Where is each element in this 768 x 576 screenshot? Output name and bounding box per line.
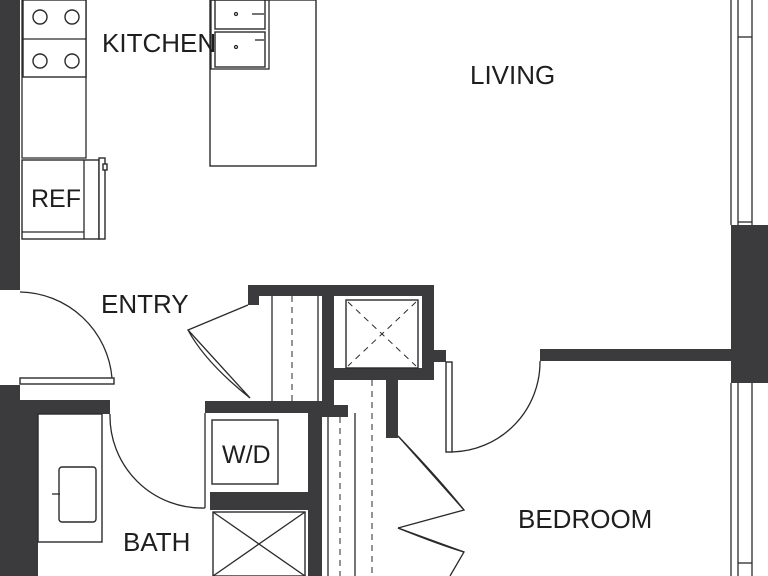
entry-door [19,291,115,385]
bedroom-door [445,360,541,453]
wall-laundry-right [308,401,322,576]
burner [32,9,48,25]
laundry [211,419,279,485]
wall-closet-left-tab [248,285,259,305]
room-label-entry: ENTRY [101,289,189,319]
refrigerator-door [98,157,106,240]
wall-closet-right [422,285,434,380]
wall-bath-top [20,400,110,414]
closet [186,296,419,401]
burner [64,53,80,69]
wall-bedroom-top [540,349,731,361]
wall-mech-stub [386,380,398,438]
wall-closet-mid [322,285,334,415]
kitchen-area [21,0,317,240]
wall-bath-inner [20,414,38,576]
hallway [327,380,466,576]
wall-closet-top [248,285,434,296]
room-labels: KITCHEN LIVING ENTRY BATH BEDROOM REF W/… [31,28,652,557]
sink-basin [214,31,266,68]
wall-left-upper [0,0,20,290]
refrigerator-handle [102,163,108,171]
room-label-kitchen: KITCHEN [102,28,216,58]
bath-area [37,413,306,576]
burner [32,53,48,69]
wall-hall-stub [322,405,348,417]
wall-shower-top [210,492,313,510]
washer-dryer [211,419,279,485]
fixture-label-washer-dryer: W/D [222,441,271,469]
room-label-living: LIVING [470,60,555,90]
fixture-label-refrigerator: REF [31,185,81,213]
room-label-bath: BATH [123,527,190,557]
wall-mech-bottom [334,368,434,380]
wall-laundry-top [205,401,322,413]
bath-sink [58,466,97,523]
wall-right-column [731,225,768,383]
wall-closet-nub [434,350,446,362]
burner [64,9,80,25]
room-label-bedroom: BEDROOM [518,504,652,534]
wall-left-lower [0,385,20,576]
windows [730,0,753,576]
